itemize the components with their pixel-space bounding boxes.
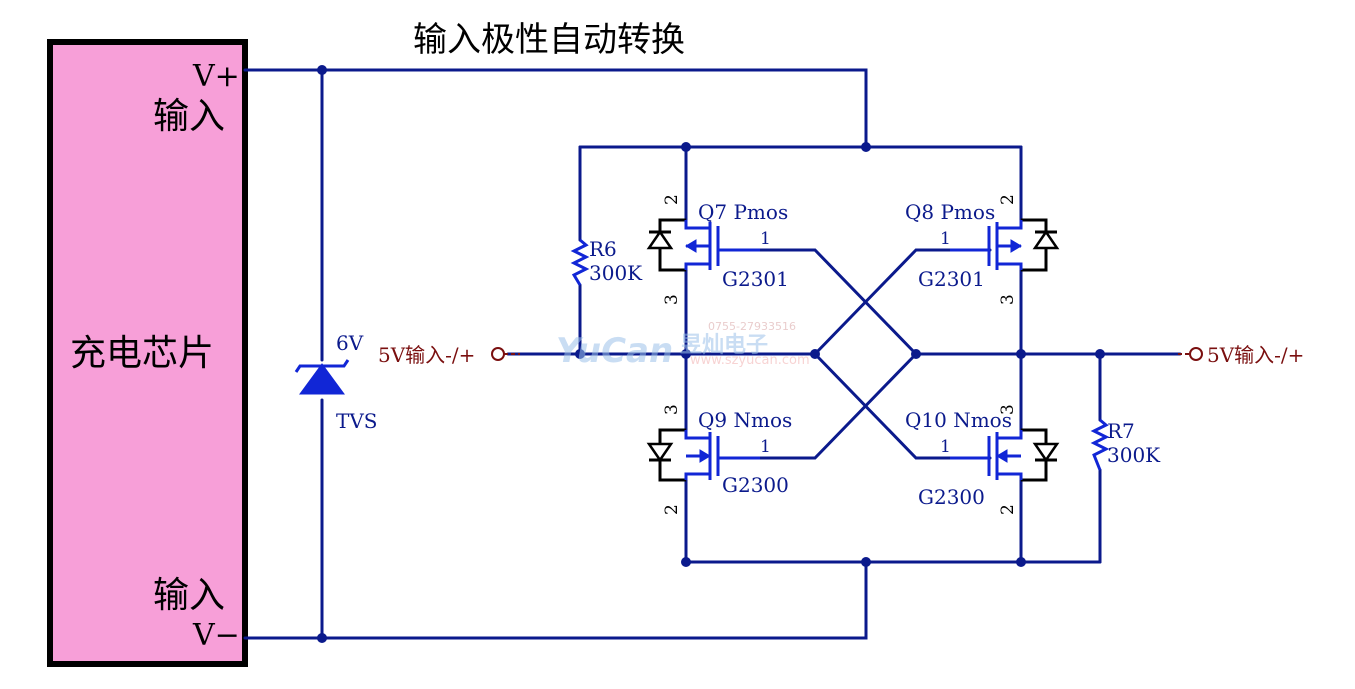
watermark: YuCan 昱灿电子 0755-27933516 www.szyucan.com [556, 320, 810, 371]
io-right-label: 5V输入-/+ [1207, 343, 1304, 367]
mosfet-q10: Q10 Nmos G2300 1 3 2 [905, 404, 1060, 515]
q9-name: Q9 Nmos [698, 408, 792, 432]
r7-name: R7 [1107, 419, 1135, 443]
q8-pin-source: 3 [998, 294, 1018, 305]
watermark-url: www.szyucan.com [690, 353, 810, 368]
watermark-phone: 0755-27933516 [708, 320, 796, 333]
r6-name: R6 [589, 237, 617, 261]
q10-part: G2300 [918, 485, 985, 509]
io-left-label: 5V输入-/+ [378, 343, 475, 367]
q7-name: Q7 Pmos [698, 200, 788, 224]
mosfet-q9: Q9 Nmos G2300 1 3 2 [646, 404, 792, 515]
mosfet-q8: Q8 Pmos G2301 1 2 3 [905, 194, 1060, 305]
q9-pin-drain: 3 [662, 404, 682, 415]
tvs-diode: 6V TVS [294, 331, 377, 433]
chip-pin-vplus: V+ [192, 59, 240, 94]
q8-pin-gate: 1 [940, 229, 951, 249]
q9-pin-gate: 1 [760, 437, 771, 457]
q7-part: G2301 [722, 267, 789, 291]
watermark-brand: YuCan [556, 331, 673, 371]
resistor-r6: R6 300K [570, 237, 643, 286]
tvs-voltage: 6V [336, 331, 364, 355]
q10-pin-source: 2 [998, 504, 1018, 515]
r7-value: 300K [1107, 443, 1161, 467]
q9-part: G2300 [722, 473, 789, 497]
io-left: 5V输入-/+ [378, 343, 520, 367]
chip-label: 充电芯片 [70, 333, 214, 374]
q7-pin-gate: 1 [760, 229, 771, 249]
q8-pin-drain: 2 [998, 194, 1018, 205]
q10-name: Q10 Nmos [905, 408, 1012, 432]
q7-pin-drain: 2 [662, 194, 682, 205]
q10-pin-gate: 1 [940, 437, 951, 457]
io-right: 5V输入-/+ [1178, 343, 1304, 367]
mosfet-q7: Q7 Pmos G2301 1 2 3 [646, 194, 789, 305]
charging-chip: 充电芯片 V+ 输入 输入 V− [47, 39, 248, 667]
q10-pin-drain: 3 [998, 404, 1018, 415]
junction-dots [317, 65, 1105, 643]
q8-name: Q8 Pmos [905, 200, 995, 224]
tvs-label: TVS [336, 409, 377, 433]
chip-pin-vminus-sub: 输入 [153, 575, 225, 616]
chip-pin-vplus-sub: 输入 [153, 96, 225, 137]
q9-pin-source: 2 [662, 504, 682, 515]
resistor-r7: R7 300K [1090, 418, 1161, 471]
chip-pin-vminus: V− [192, 618, 240, 653]
q7-pin-source: 3 [662, 294, 682, 305]
q8-part: G2301 [918, 267, 985, 291]
r6-value: 300K [589, 261, 643, 285]
diagram-title: 输入极性自动转换 [413, 20, 685, 60]
watermark-cn: 昱灿电子 [680, 333, 768, 358]
